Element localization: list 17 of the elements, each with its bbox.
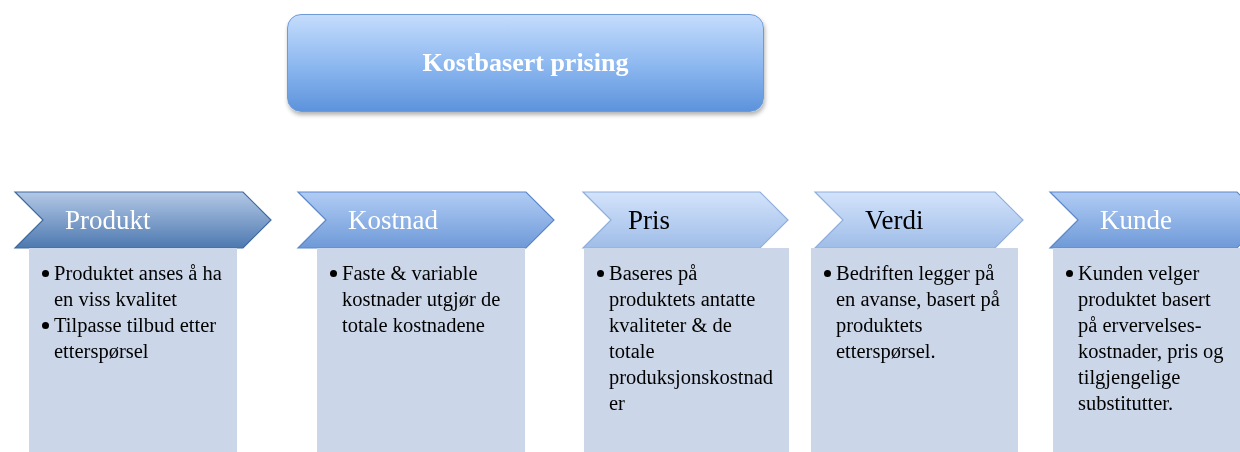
step-heading: Produkt <box>64 204 151 236</box>
description-panel <box>29 248 237 452</box>
step-heading: Verdi <box>864 204 924 236</box>
description-panel <box>1053 248 1240 452</box>
description-panel <box>584 248 789 452</box>
bullet-text: Tilpasse tilbud etter etterspørsel <box>54 314 217 362</box>
bullet-text: Faste & variable kostnader utgjør de totale kostnadene <box>342 262 501 336</box>
title-box: Kostbasert prising <box>287 14 764 112</box>
bullet-text: Baseres på produktets antatte kvaliteter & de totale produksjonskostnader <box>609 262 773 414</box>
description-panel <box>811 248 1018 452</box>
step-heading: Kunde <box>1099 204 1172 236</box>
bullet-text: Produktet anses å ha en viss kvalitet <box>54 262 222 310</box>
step-heading: Pris <box>627 204 671 236</box>
bullet-text: Kunden velger produktet basert på ervervelses-kostnader, pris og tilgjengelige substitutter. <box>1078 262 1224 414</box>
description-panel <box>317 248 525 452</box>
bullet-text: Bedriften legger på en avanse, basert på produktets etterspørsel. <box>836 262 1000 362</box>
step-heading: Kostnad <box>347 204 438 236</box>
